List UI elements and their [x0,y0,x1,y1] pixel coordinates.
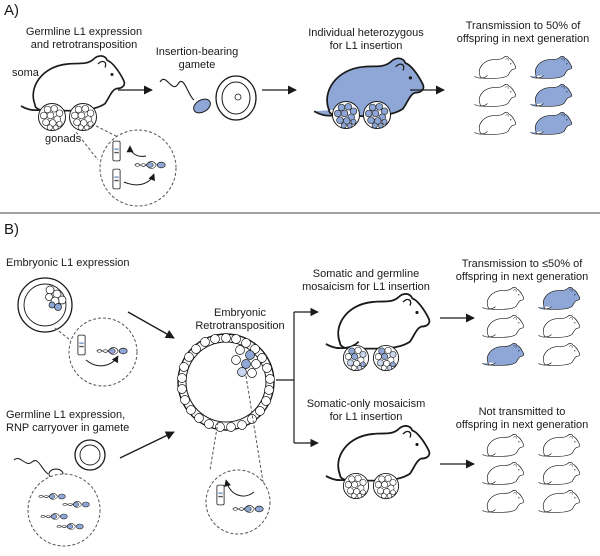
mosaic-cell [429,342,430,349]
embryo-zoom-circle [54,317,138,387]
mosaic-cell [326,440,336,450]
mosaic-cell [439,343,449,352]
mosaic-cell [326,293,336,301]
mosaic-cell [326,325,336,335]
blastocyst-large-icon [177,333,275,432]
egg-cell-icon [215,75,257,121]
branch-arrows [276,307,319,448]
mosaic-cell [329,448,340,459]
sperm-icon [159,78,211,114]
mosaic-cell [439,458,449,467]
mosaic-cell [343,425,355,433]
gonads-label: gonads [45,133,82,145]
mosaic-cell [424,299,430,310]
arrow-right-icon [127,311,175,339]
soma-label: soma [12,67,39,79]
mosaic-cell [326,425,336,433]
mosaic-cell [439,292,449,301]
mosaic-cell [424,465,430,476]
mosaic-cell [444,334,454,343]
mosaic-cell [338,299,350,310]
panel-b-label: B) [4,221,19,238]
mosaic-cell [414,333,426,344]
mosaic-cell [434,466,444,475]
mosaic-cell [326,308,336,318]
somatic-germline-mosaic-mouse [325,292,454,352]
mosaic-cell [444,449,454,458]
mosaic-cell [429,325,430,335]
mosaic-cell [429,474,430,481]
mosaic-cell [338,431,350,442]
mosaic-cell [334,308,345,318]
mosaic-cell [362,293,374,301]
mosaic-cell [419,425,430,433]
mosaic-cell [439,309,449,318]
offspring-grid-a [474,56,573,135]
mosaic-cell [419,342,430,349]
mosaic-cell [381,425,393,433]
mosaic-cell [419,293,430,301]
mosaic-cell [362,425,374,433]
mosaic-cell [439,475,449,484]
mosaic-cell [444,432,454,441]
mosaic-cell [353,293,364,301]
germline-zoom-circle [75,125,177,207]
mosaic-cell [429,440,430,450]
mosaic-cell [329,431,340,442]
mosaic-cell [410,474,421,481]
mosaic-cell [410,342,421,349]
mosaic-cell [429,425,430,433]
mosaic-cell [444,466,454,475]
mosaic-cell [329,316,340,327]
mosaic-cell [372,425,383,433]
mosaic-cell [353,425,364,433]
mosaic-cell [343,293,355,301]
mosaic-cell [444,300,454,309]
blastocyst-small-icon [17,277,73,333]
soma-mouse [20,55,126,112]
mosaic-cell [424,333,430,344]
gamete-zoom-circle [27,473,101,547]
egg-cell-icon [74,439,106,471]
mosaic-cell [326,457,336,467]
mosaic-cell [334,425,345,433]
mosaic-cell [434,449,444,458]
embryonic-expression-label: Embryonic L1 expression [6,257,130,269]
mosaic-cell [329,299,340,310]
arrow-right-icon [119,431,175,459]
germline-rnp-label: Germline L1 expression,RNP carryover in … [6,409,130,434]
mosaic-cell [429,457,430,467]
mosaic-cell [414,465,426,476]
panel-a-label: A) [4,2,19,19]
mosaic-cell [381,293,393,301]
mosaic-cell [439,326,449,335]
mosaic-cell [434,432,444,441]
mosaic-cell [334,293,345,301]
mosaic-cell [429,293,430,301]
mosaic-cell [439,424,449,433]
retrotransposition-zoom-circle [205,375,271,535]
mosaic-cell [424,431,430,442]
mosaic-cell [372,293,383,301]
mosaic-cell [439,441,449,450]
mosaic-cell [434,334,444,343]
offspring-grid-b2 [482,434,581,513]
mosaic-cell [434,300,444,309]
offspring-grid-b1 [482,287,581,366]
mosaic-cell [334,440,345,450]
mosaic-cell [419,474,430,481]
mosaic-cell [429,308,430,318]
